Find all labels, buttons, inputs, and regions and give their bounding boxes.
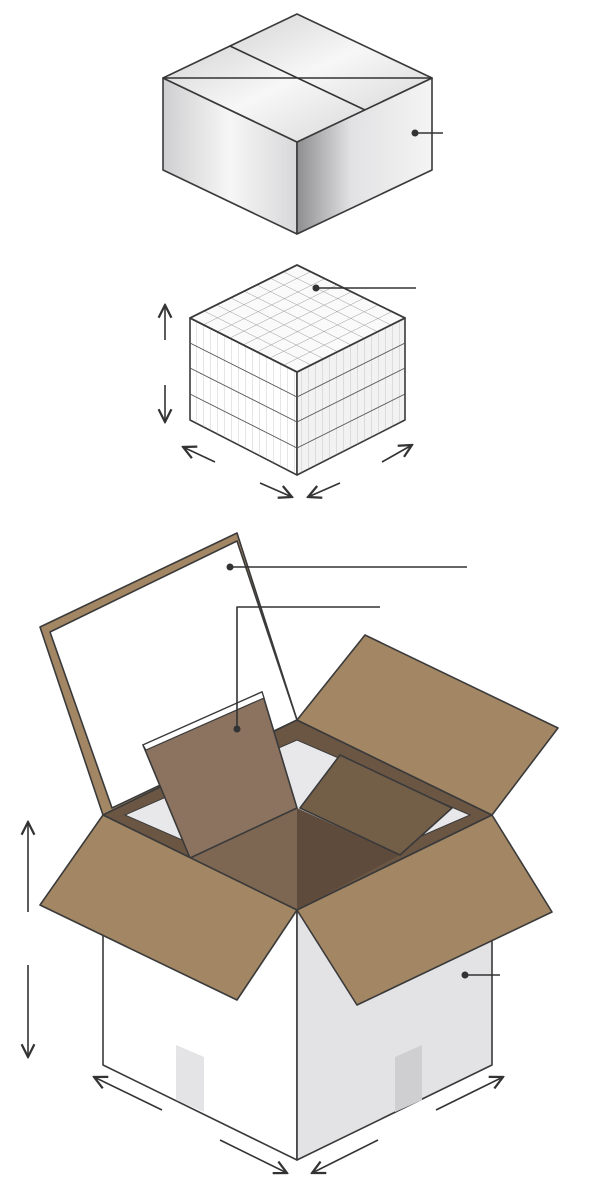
leader-line bbox=[236, 606, 380, 729]
insulation-panel-right bbox=[299, 754, 453, 856]
handle-hole-right bbox=[395, 1045, 422, 1112]
insulation-cube bbox=[165, 264, 416, 497]
front-left-flap bbox=[39, 814, 298, 1001]
dimension-arrows bbox=[165, 305, 412, 497]
handle-hole-left bbox=[176, 1045, 204, 1112]
outer-lid-box bbox=[162, 13, 443, 235]
shipping-box bbox=[28, 532, 559, 1173]
back-right-flap bbox=[296, 634, 559, 816]
dimension-arrows bbox=[28, 822, 503, 1173]
front-right-flap bbox=[296, 814, 553, 1006]
